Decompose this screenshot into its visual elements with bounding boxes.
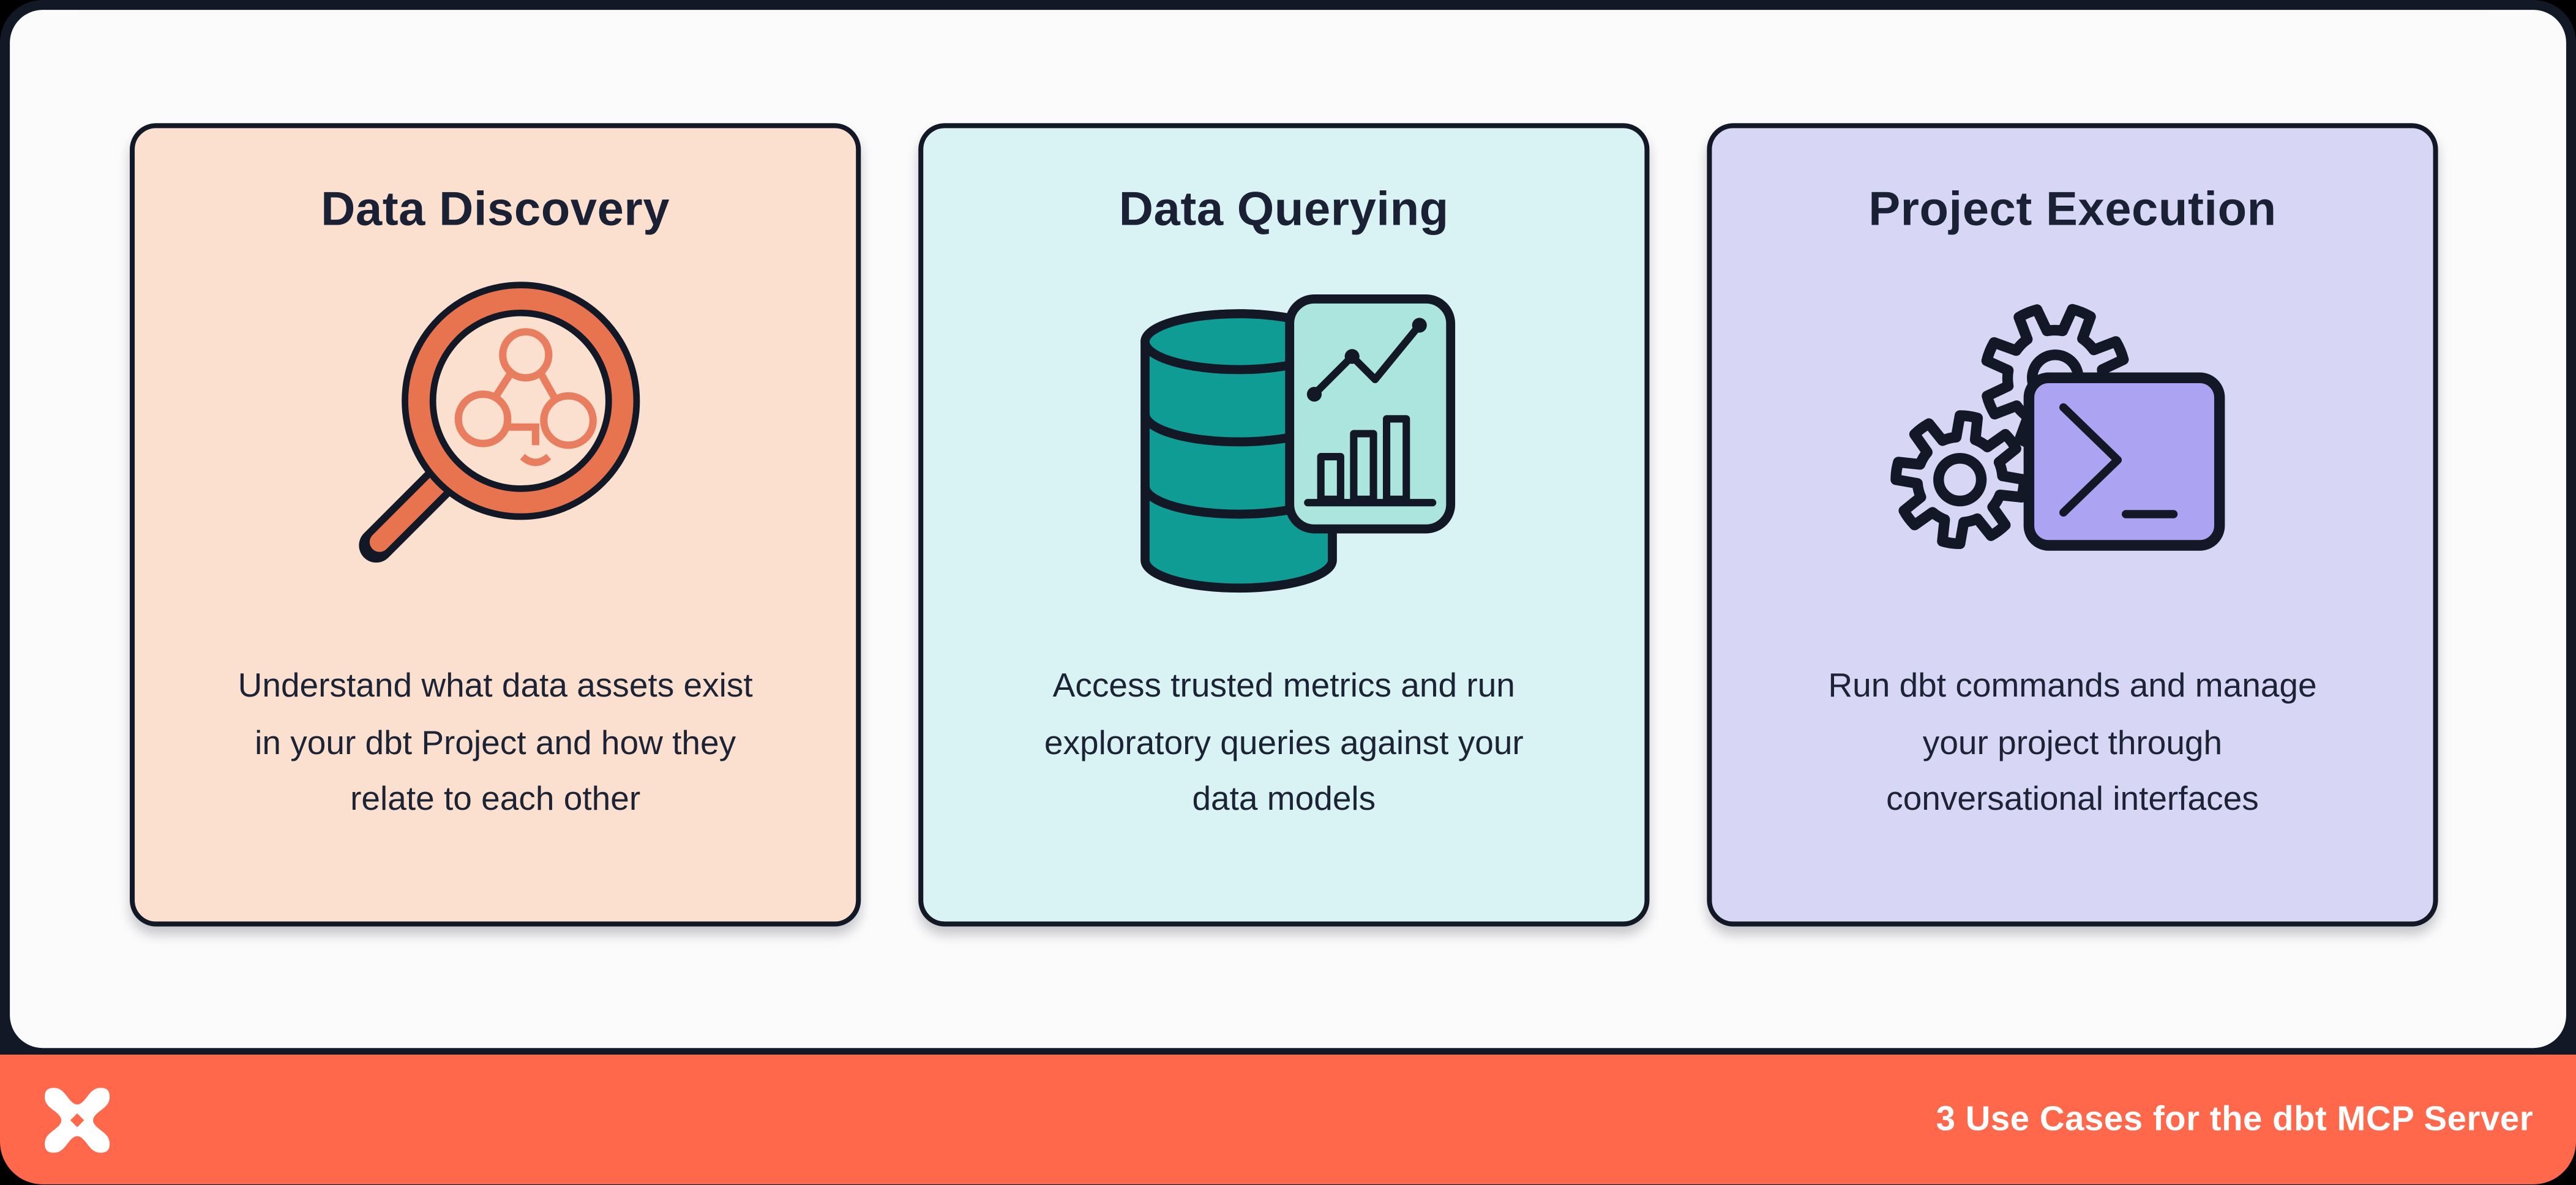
- lineage-diagram: [454, 328, 597, 466]
- footer-title: 3 Use Cases for the dbt MCP Server: [1936, 1099, 2534, 1138]
- magnifier-lineage-icon: [359, 282, 640, 563]
- card-title: Project Execution: [1868, 184, 2277, 237]
- footer-bar: 3 Use Cases for the dbt MCP Server: [0, 1054, 2576, 1184]
- card-description: Access trusted metrics and run explorato…: [1044, 667, 1524, 818]
- card-title: Data Querying: [1118, 184, 1449, 237]
- terminal-window: [2023, 372, 2225, 551]
- cards-row: Data Discovery: [130, 123, 2438, 927]
- card-description: Run dbt commands and manage your project…: [1828, 667, 2317, 818]
- content-panel: Data Discovery: [10, 10, 2566, 1049]
- gears-terminal-icon: [1890, 304, 2225, 551]
- card-icon-box: [1871, 248, 2274, 639]
- card-icon-box: [1091, 248, 1477, 639]
- card-description: Understand what data assets exist in you…: [238, 667, 753, 818]
- card-data-discovery: Data Discovery: [130, 123, 861, 927]
- database-chart-icon: [1140, 294, 1456, 593]
- card-data-querying: Data Querying: [918, 123, 1650, 927]
- card-icon-box: [327, 248, 664, 639]
- dbt-logo: [45, 1086, 110, 1152]
- card-project-execution: Project Execution: [1707, 123, 2438, 927]
- card-title: Data Discovery: [321, 184, 670, 237]
- chart-panel: [1285, 294, 1456, 534]
